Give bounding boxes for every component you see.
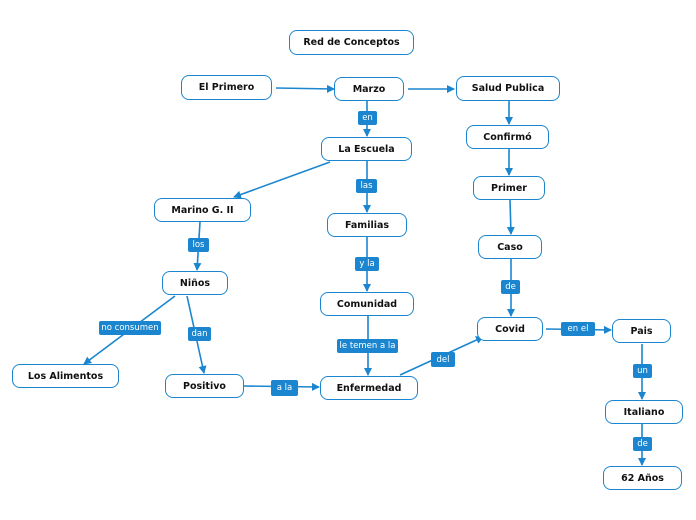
node-los-alimentos[interactable]: Los Alimentos: [12, 364, 119, 388]
edge-label-a-la: a la: [271, 380, 298, 396]
node-caso[interactable]: Caso: [478, 235, 542, 259]
node-primer[interactable]: Primer: [473, 176, 545, 200]
edge-primer-caso: [506, 199, 515, 235]
node-marino[interactable]: Marino G. II: [154, 198, 251, 222]
node-confirmo[interactable]: Confirmó: [466, 125, 549, 149]
node-covid[interactable]: Covid: [477, 317, 543, 341]
node-salud-publica[interactable]: Salud Publica: [456, 76, 560, 101]
edge-label-del: del: [431, 352, 455, 367]
title-node[interactable]: Red de Conceptos: [289, 30, 414, 55]
edge-label-los: los: [188, 238, 209, 252]
node-la-escuela[interactable]: La Escuela: [321, 137, 412, 161]
edge-label-en: en: [358, 111, 377, 125]
edge-label-las: las: [356, 179, 377, 193]
edge-label-no-consumen: no consumen: [99, 321, 161, 335]
node-italiano[interactable]: Italiano: [605, 400, 683, 424]
edge-elprimero-marzo: [275, 84, 335, 93]
edge-label-un: un: [633, 364, 652, 378]
node-edad[interactable]: 62 Años: [603, 466, 682, 490]
node-enfermedad[interactable]: Enfermedad: [320, 376, 418, 400]
node-familias[interactable]: Familias: [327, 213, 407, 237]
node-pais[interactable]: Pais: [612, 319, 671, 343]
node-el-primero[interactable]: El Primero: [181, 75, 272, 100]
node-marzo[interactable]: Marzo: [334, 77, 404, 101]
edge-label-de-caso: de: [501, 280, 520, 294]
node-ninos[interactable]: Niños: [162, 271, 228, 295]
edge-label-y-la: y la: [355, 257, 379, 271]
edge-label-dan: dan: [188, 327, 211, 341]
edge-label-en-el: en el: [561, 322, 595, 336]
node-positivo[interactable]: Positivo: [165, 374, 244, 398]
edge-escuela-marino: [233, 161, 331, 199]
node-comunidad[interactable]: Comunidad: [320, 292, 414, 316]
edge-label-le-temen: le temen a la: [337, 339, 398, 353]
edge-label-de-italiano: de: [633, 437, 652, 451]
